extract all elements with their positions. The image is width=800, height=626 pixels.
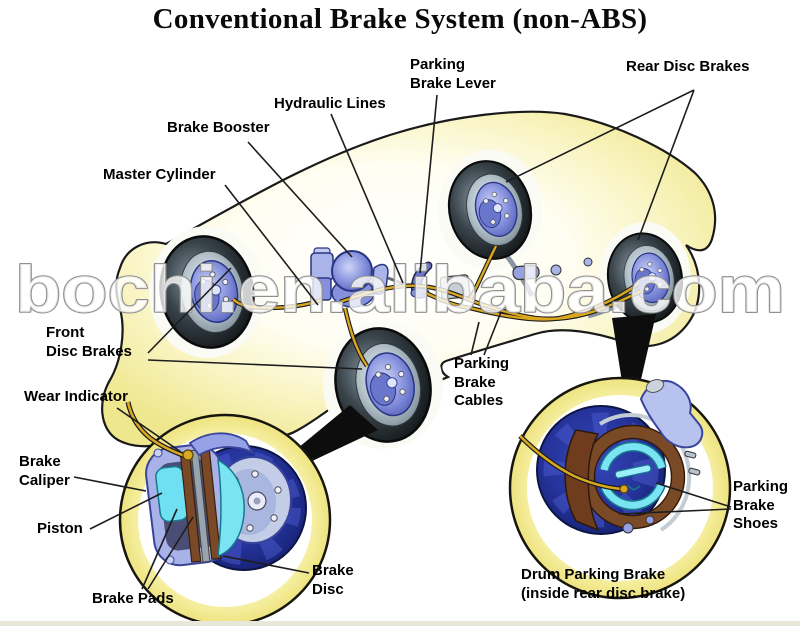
brake-hose (126, 401, 186, 458)
label-line: Brake (312, 562, 354, 579)
label-line: Caliper (19, 471, 70, 489)
label-line: Front (46, 324, 85, 341)
caliper-bridge (188, 432, 255, 457)
leader-wear-indicator (116, 407, 182, 453)
leader-parking-brake-cables-2 (483, 311, 502, 356)
page-title: Conventional Brake System (non-ABS) (152, 3, 648, 35)
lever-cap (645, 379, 665, 393)
label-parking-brake-cables: Parking Brake Cables (454, 355, 509, 411)
cable-end-fitting (619, 484, 629, 494)
label-line: Brake Pads (92, 590, 174, 607)
anchor-pin (622, 522, 634, 534)
label-line: Wear Indicator (24, 388, 128, 405)
caliper-bolt (153, 448, 163, 458)
label-line: Cables (454, 392, 504, 409)
leader-rear-disc-brakes-1 (505, 89, 695, 183)
label-piston: Piston (37, 520, 83, 539)
drum-outline-inner (593, 437, 673, 517)
label-line: Parking (733, 478, 789, 495)
parking-shoe-top (600, 443, 666, 471)
label-wear-indicator: Wear Indicator (24, 388, 128, 407)
leader-brake-pads-1 (141, 508, 178, 590)
leader-brake-booster (247, 141, 353, 258)
front-disc-brake-inset (118, 401, 332, 626)
booster-dome (331, 250, 373, 292)
magnifier-wedge-left (298, 405, 378, 462)
banjo-fitting (182, 449, 194, 461)
pushrod (387, 276, 405, 286)
leader-hydraulic-lines (330, 113, 404, 284)
label-line: Rear Disc Brakes (626, 58, 750, 75)
leader-master-cylinder (224, 184, 319, 306)
leader-rear-disc-brakes-2 (637, 89, 695, 241)
leader-brake-caliper (73, 476, 147, 492)
line-fitting (550, 264, 562, 276)
label-line: Brake (19, 453, 61, 470)
label-line: Piston (37, 520, 83, 537)
magnifier-wedge-right (612, 314, 656, 384)
pad-backing-cyan (217, 458, 245, 558)
parking-shoe-bottom (601, 483, 665, 509)
leader-parking-brake-shoes-2 (618, 508, 732, 515)
label-line: Disc Brakes (46, 342, 132, 360)
label-line: Master Cylinder (103, 166, 216, 183)
drum-parking-brake-inset (508, 376, 732, 600)
chassis-components (439, 257, 593, 300)
label-brake-disc: Brake Disc (312, 562, 354, 599)
label-line: Brake Lever (410, 74, 496, 92)
actuator-lever-arm (639, 380, 704, 449)
anchor-pin (645, 515, 655, 525)
cable-equalizer (512, 264, 540, 281)
watermark-text: bochi.en.alibaba.com (15, 252, 785, 326)
label-master-cylinder: Master Cylinder (103, 166, 216, 185)
label-line: Shoes (733, 515, 779, 532)
label-line: Parking (454, 355, 510, 372)
label-front-disc-brakes: Front Disc Brakes (46, 324, 132, 361)
label-line: Brake (733, 496, 775, 514)
label-line: Drum Parking Brake (521, 566, 666, 583)
label-line: Parking (410, 56, 466, 73)
parking-cable (519, 435, 623, 491)
label-line: Hydraulic Lines (274, 95, 386, 112)
leader-piston (89, 492, 163, 530)
label-line: Brake (454, 373, 496, 391)
label-brake-caliper: Brake Caliper (19, 453, 70, 490)
label-rear-disc-brakes: Rear Disc Brakes (626, 58, 749, 77)
leader-parking-brake-shoes-1 (655, 482, 732, 508)
label-brake-pads: Brake Pads (92, 590, 174, 609)
leader-front-disc-brakes-2 (147, 359, 363, 370)
wheel-stud (688, 467, 701, 476)
label-line: (inside rear disc brake) (521, 584, 686, 602)
label-line: Brake Booster (167, 119, 270, 136)
leader-brake-pads-2 (147, 516, 194, 590)
leader-parking-brake-cables-1 (470, 321, 480, 356)
label-parking-brake-lever: Parking Brake Lever (410, 56, 496, 93)
leader-brake-disc (222, 555, 310, 574)
label-hydraulic-lines: Hydraulic Lines (274, 95, 386, 114)
master-cylinder-booster-assembly (310, 247, 405, 308)
label-drum-parking-brake: Drum Parking Brake (inside rear disc bra… (521, 566, 685, 603)
label-parking-brake-shoes: Parking Brake Shoes (733, 478, 788, 534)
hub-bore (253, 497, 261, 505)
bottom-edge-artifact (0, 621, 800, 626)
shoe-strut (614, 464, 652, 479)
wheel-stud (684, 450, 697, 459)
leader-front-disc-brakes-1 (147, 267, 232, 354)
label-brake-booster: Brake Booster (167, 119, 270, 138)
label-line: Disc (312, 580, 344, 598)
line-fitting (583, 257, 593, 267)
leader-lines (73, 89, 732, 590)
leader-parking-brake-lever (419, 94, 438, 274)
hydraulic-lines-and-cables (231, 244, 643, 368)
